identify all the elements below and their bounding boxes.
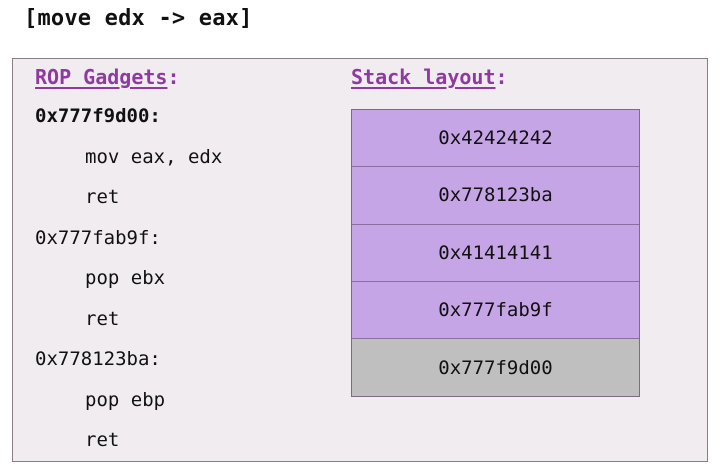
gadget-instruction: ret <box>85 429 120 451</box>
stack-heading: Stack layout: <box>351 65 508 89</box>
stack-heading-label: Stack layout <box>351 65 496 89</box>
gadget-instruction: pop ebp <box>85 388 166 411</box>
gadget-instruction: pop ebx <box>85 267 166 289</box>
page-title: [move edx -> eax] <box>24 6 253 31</box>
gadget-list: 0x777f9d00: mov eax, edx ret 0x777fab9f: pop… <box>35 99 222 464</box>
gadgets-heading-colon: : <box>167 65 180 89</box>
gadget-address: 0x777fab9f: <box>35 226 161 249</box>
gadget-address: 0x777f9d00: <box>35 105 161 127</box>
gadget-address: 0x778123ba: <box>35 348 161 370</box>
stack-cell: 0x777f9d00 <box>352 339 639 397</box>
stack-cell: 0x777fab9f <box>352 281 639 340</box>
stack-cell: 0x778123ba <box>352 167 639 225</box>
stack-cell: 0x42424242 <box>352 110 639 168</box>
gadget-instruction: ret <box>85 307 120 330</box>
gadget-instruction: ret <box>85 186 120 208</box>
stack-cell: 0x41414141 <box>352 224 639 282</box>
gadgets-heading-label: ROP Gadgets <box>35 65 168 89</box>
gadget-instruction: mov eax, edx <box>85 145 223 168</box>
diagram-panel: ROP Gadgets: Stack layout: 0x777f9d00: mo… <box>12 58 708 462</box>
stack-heading-colon: : <box>495 65 508 89</box>
gadgets-heading: ROP Gadgets: <box>35 65 180 89</box>
